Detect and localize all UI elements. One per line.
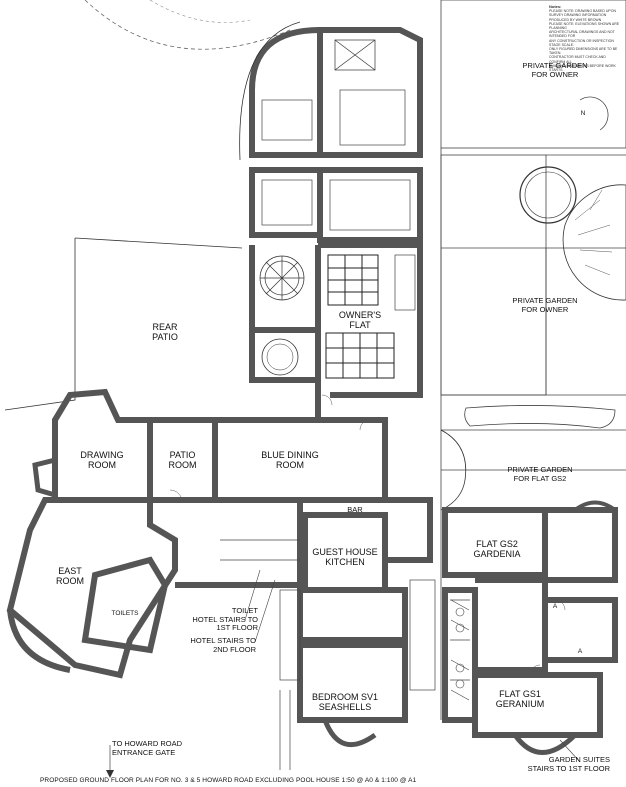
notes-heading: Notes:: [549, 4, 562, 9]
garden-suites-leader: [559, 739, 581, 763]
round-table: [261, 338, 299, 376]
octagon-table: [259, 255, 305, 301]
rear-patio-boundary: [4, 238, 76, 411]
drawing-notes: Notes: PLEASE NOTE: DRAWING BASED UPON S…: [549, 4, 621, 73]
label-drawing-room: DRAWING ROOM: [80, 450, 124, 470]
label-patio-room: PATIO ROOM: [168, 450, 197, 470]
label-blue-dining-room: BLUE DINING ROOM: [261, 450, 319, 470]
label-private-garden-owner-mid: PRIVATE GARDEN FOR OWNER: [512, 296, 578, 314]
label-bedroom-sv1: BEDROOM SV1 SEASHELLS: [311, 692, 378, 712]
drawing-title: PROPOSED GROUND FLOOR PLAN FOR NO. 3 & 5…: [40, 777, 417, 784]
garden-boundaries: [440, 0, 626, 720]
door-tag-a: A: [552, 603, 558, 610]
notes-line: CONTRACTOR MUST CHECK AND CONFIRM ALL: [549, 55, 606, 64]
rear-patio-boundary-top: [74, 237, 243, 249]
notes-line: SURVEY DRAWING INFORMATION: [549, 13, 607, 18]
label-toilets: TOILETS: [111, 610, 139, 617]
callout-entrance-gate: TO HOWARD ROAD ENTRANCE GATE: [112, 739, 183, 757]
north-label: N: [580, 110, 586, 117]
notes-line: BUILDING DIMENSIONS BEFORE WORK STARTS.: [549, 63, 616, 73]
notes-line: ONLY FIGURED DIMENSIONS ARE TO BE TAKEN.: [549, 47, 618, 56]
bedroom-bay: [322, 719, 377, 747]
callout-toilet-stairs: TOILET HOTEL STAIRS TO 1ST FLOOR: [192, 606, 258, 632]
entrance-path: [109, 690, 291, 775]
garden-rotunda: [519, 166, 577, 224]
interior-lines: [220, 89, 470, 691]
gs2-bay: [573, 500, 617, 512]
spiral-treads: [574, 189, 613, 276]
east-room-bay: [7, 609, 71, 673]
stairs-leader-2: [254, 579, 276, 643]
label-rear-patio: REAR PATIO: [152, 322, 178, 342]
site-boundary-arc: [84, 0, 291, 50]
flat-stairs: [450, 599, 470, 701]
label-flat-gs2: FLAT GS2 GARDENIA: [473, 539, 521, 559]
garden-rotunda-inner: [524, 171, 572, 219]
notes-line: PLEASE NOTE: ELEVATIONS SHOWN ARE PLANNI…: [549, 21, 620, 31]
spiral-stair-garden: [562, 184, 626, 301]
label-flat-gs1: FLAT GS1 GERANIUM: [495, 689, 545, 709]
round-table-inner: [266, 343, 294, 371]
north-arrow-circle: [579, 96, 609, 131]
bed-grids: [325, 254, 395, 379]
notes-line: PRODUCED BY WHITE BROWN: [549, 17, 602, 22]
garden-curve: [440, 429, 467, 511]
owner-bay-outline: [239, 21, 301, 161]
door-swings: [169, 394, 566, 676]
door-tag-a: A: [577, 648, 583, 655]
notes-line: ARCHITECTURAL DRAWINGS AND NOT INTENDED …: [549, 30, 615, 39]
gs1-bay: [512, 733, 577, 755]
label-private-garden-owner-top: PRIVATE GARDEN FOR OWNER: [522, 61, 588, 79]
notes-line: PLEASE NOTE: DRAWING BASED UPON: [549, 9, 616, 14]
hedge: [464, 405, 616, 429]
label-owners-flat: OWNER'S FLAT: [338, 310, 382, 330]
entrance-arrow: [106, 770, 114, 778]
site-boundary-arc-2: [149, 0, 251, 23]
label-private-garden-gs2: PRIVATE GARDEN FOR FLAT GS2: [507, 465, 573, 483]
label-bar: BAR: [347, 505, 363, 514]
drawing-bay: [32, 457, 56, 498]
label-east-room: EAST ROOM: [56, 566, 84, 586]
stairs-leader-1: [244, 569, 261, 621]
callout-hotel-stairs-2nd: HOTEL STAIRS TO 2ND FLOOR: [190, 636, 256, 654]
stair-top: [334, 39, 376, 71]
walls: [6, 27, 618, 738]
callout-garden-suites: GARDEN SUITES STAIRS TO 1ST FLOOR: [527, 755, 610, 773]
notes-line: ANY CONSTRUCTION OR INSPECTION STAGE SCA…: [549, 38, 614, 47]
label-guest-house-kitchen: GUEST HOUSE KITCHEN: [312, 547, 378, 567]
owner-bay-curve: [249, 27, 321, 91]
